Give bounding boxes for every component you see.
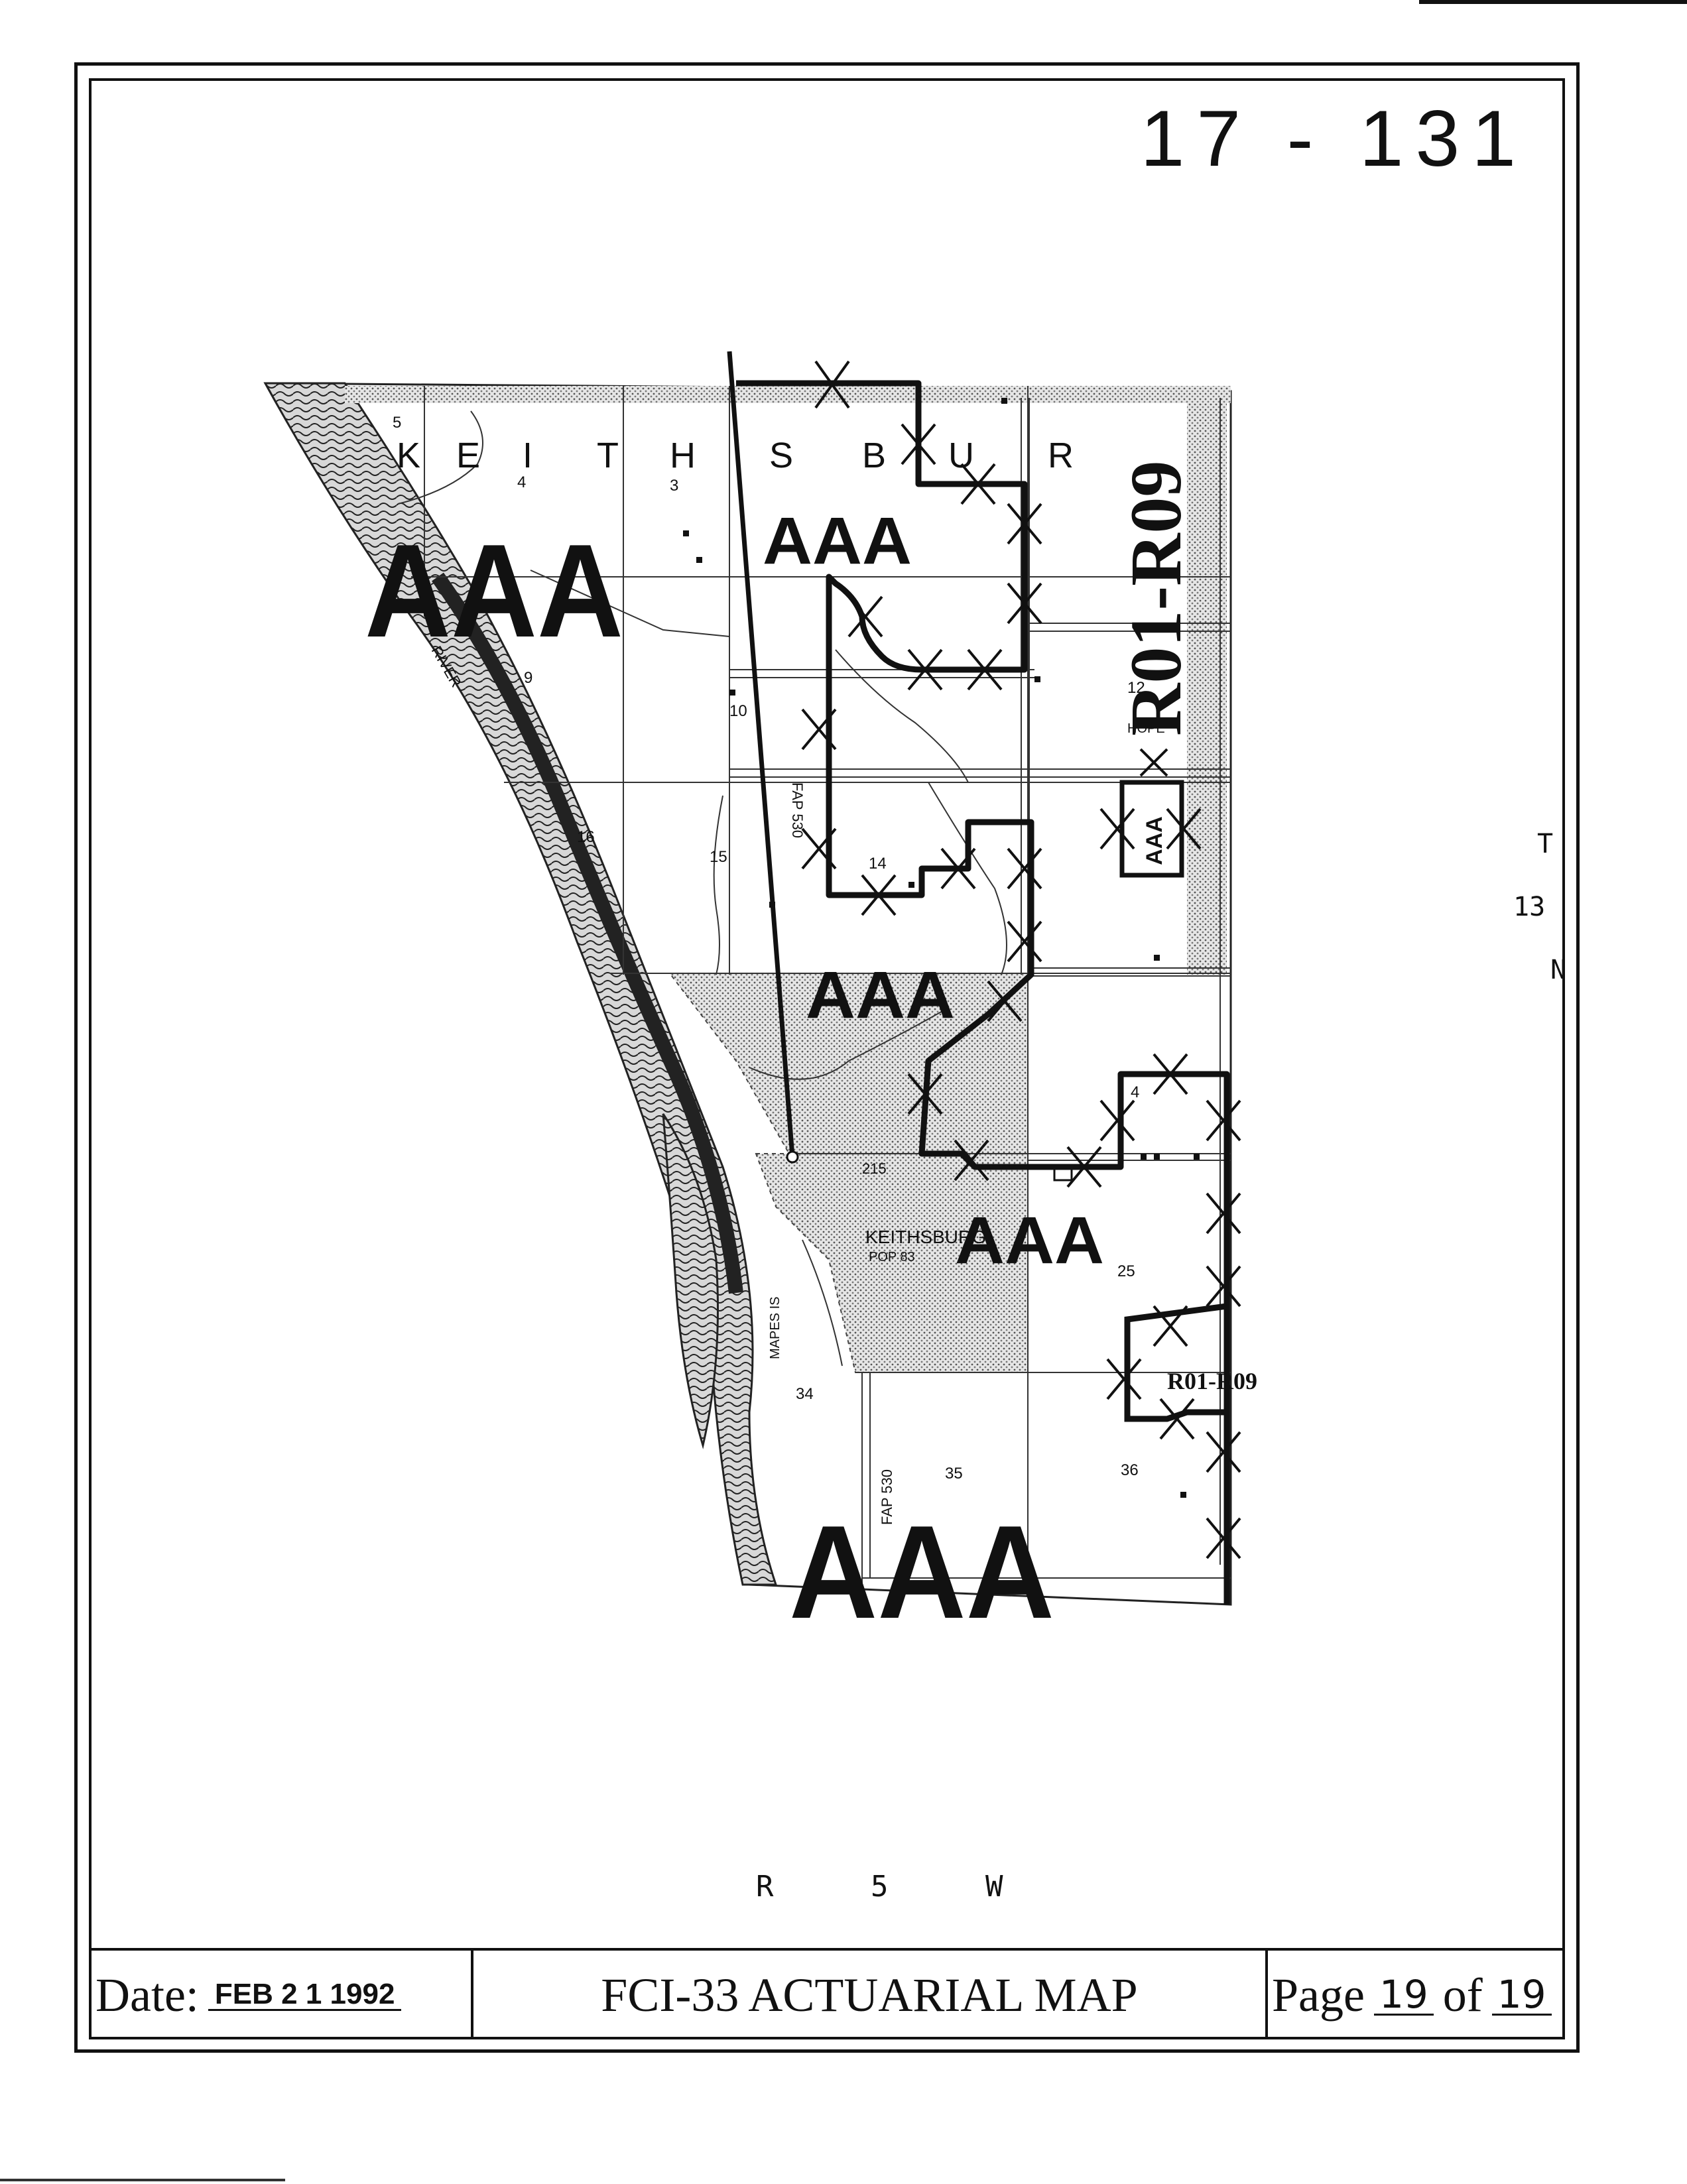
letter-h: H — [670, 436, 696, 475]
section-34: 34 — [796, 1385, 814, 1403]
mapes-island-label: MAPES IS — [768, 1297, 782, 1359]
highway-terminus — [786, 1150, 799, 1164]
page-label: Page — [1272, 1968, 1365, 2022]
section-25: 25 — [1117, 1262, 1135, 1280]
r01-r09-label-vertical: R01-R09 — [1115, 460, 1196, 736]
letter-k: K — [397, 436, 420, 475]
road-lines — [530, 398, 1231, 1578]
aaa-label-north: AAA — [763, 504, 912, 578]
road-label-fap-530-south: FAP 530 — [879, 1469, 895, 1525]
letter-t: T — [597, 436, 619, 475]
top-dotted-strip — [345, 386, 1231, 403]
bottom-edge-rule — [0, 2179, 285, 2181]
footer-date-cell: Date: FEB 2 1 1992 — [89, 1951, 473, 2039]
section-16: 16 — [577, 828, 595, 846]
river-dark-band — [432, 572, 743, 1294]
hope-label: HOPE — [1127, 721, 1165, 736]
section-14: 14 — [869, 855, 887, 873]
map-number: 17 - 131 — [1140, 94, 1528, 183]
aaa-label-south: AAA — [789, 1498, 1054, 1646]
section-3: 3 — [670, 477, 678, 495]
letter-s: S — [769, 436, 793, 475]
date-label: Date: — [95, 1968, 199, 2022]
range-label: R 5 W — [756, 1870, 1043, 1904]
outer-frame — [74, 62, 1580, 2053]
section-35: 35 — [945, 1465, 963, 1483]
letter-r: R — [1048, 436, 1074, 475]
letter-e: E — [456, 436, 480, 475]
section-12: 12 — [1127, 679, 1145, 697]
inner-frame — [89, 78, 1565, 2039]
township-n-label: N — [1550, 955, 1567, 985]
page-total: 19 — [1491, 1975, 1552, 2016]
rate-box-aaa — [1119, 780, 1184, 878]
page-current: 19 — [1373, 1975, 1434, 2016]
rate-boundary-inset — [1124, 1303, 1227, 1422]
top-edge-rule — [1419, 0, 1687, 4]
page-of-label: of — [1442, 1968, 1483, 2022]
town-pop-label: POP 83 — [869, 1250, 915, 1264]
r01-r09-label-horizontal: R01-R09 — [1167, 1368, 1257, 1394]
letter-b: B — [862, 436, 886, 475]
footer-title-cell: FCI-33 ACTUARIAL MAP — [473, 1951, 1268, 2039]
aaa-label-center: AAA — [806, 958, 955, 1032]
footer-page-cell: Page 19 of 19 — [1268, 1951, 1565, 2039]
aaa-label-town: AAA — [955, 1203, 1104, 1278]
map-title: FCI-33 ACTUARIAL MAP — [601, 1968, 1138, 2022]
section-10: 10 — [729, 702, 747, 720]
date-stamp: FEB 2 1 1992 — [208, 1979, 402, 2011]
highway-fap-530 — [727, 351, 795, 1158]
section-4-south: 4 — [1131, 1083, 1139, 1101]
structure-dots — [683, 398, 1200, 1498]
letter-u: U — [948, 436, 974, 475]
place-name-letters: K E I T H S B U R — [397, 436, 1074, 475]
footer-bar: Date: FEB 2 1 1992 FCI-33 ACTUARIAL MAP … — [89, 1948, 1565, 2039]
road-label-fap-530-north: FAP 530 — [789, 782, 806, 838]
township-number-label: 13 — [1513, 892, 1546, 922]
township-t-label: T — [1537, 829, 1554, 859]
section-numbers: 5 4 3 9 10 12 16 15 14 4 25 34 35 36 — [393, 414, 1145, 1483]
river-channel — [263, 382, 778, 1586]
section-36: 36 — [1121, 1461, 1139, 1479]
river-island — [662, 1113, 719, 1449]
letter-i: I — [523, 436, 532, 475]
r01-r09-labels: R01-R09 R01-R09 — [1115, 460, 1257, 1394]
section-9: 9 — [524, 669, 532, 687]
feature-labels: FAP 530 FAP 530 215 MAPES IS RIVER HOPE … — [428, 643, 1165, 1525]
route-215-label: 215 — [862, 1160, 887, 1177]
boundary-cross-marks — [801, 360, 1241, 1559]
aaa-labels: AAA AAA AAA AAA AAA AAA — [365, 504, 1167, 1646]
section-4: 4 — [517, 473, 526, 491]
aaa-label-boxed: AAA — [1142, 816, 1167, 865]
town-name-label: KEITHSBURG — [865, 1227, 986, 1247]
aaa-label-northwest: AAA — [365, 517, 623, 665]
section-15: 15 — [710, 848, 727, 866]
section-5: 5 — [393, 414, 401, 432]
